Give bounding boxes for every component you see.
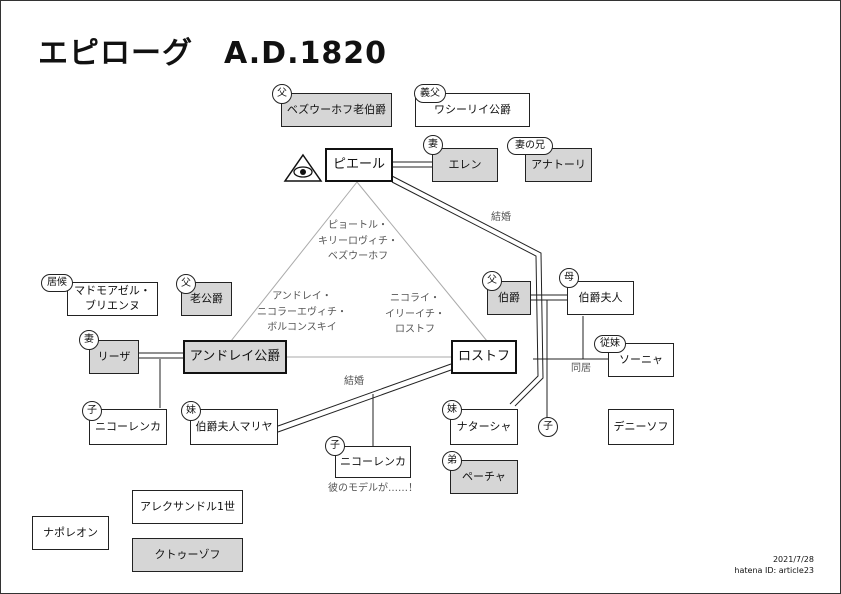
- label-model-note: 彼のモデルが……！: [328, 483, 418, 494]
- lise-andrei-link: [139, 352, 184, 359]
- footer-author: hatena ID: article23: [734, 565, 814, 575]
- label-marriage-right: 結婚: [491, 212, 511, 223]
- tag-father-old-prince: 父: [176, 274, 196, 294]
- pierre-helene-link: [393, 161, 432, 168]
- node-countess: 伯爵夫人: [567, 281, 634, 315]
- node-andrei: アンドレイ公爵: [183, 340, 287, 374]
- tag-sister-marya: 妹: [181, 401, 201, 421]
- node-helene: エレン: [432, 148, 498, 182]
- node-rostov: ロストフ: [451, 340, 517, 374]
- label-pierre-full-name: ピョートル・ キリーロヴィチ・ ベズウーホフ: [318, 220, 398, 262]
- label-marriage-left: 結婚: [344, 376, 364, 387]
- tag-father-bezukhov: 父: [272, 84, 292, 104]
- node-kutuzov: クトゥーゾフ: [132, 538, 243, 572]
- tag-child-pierre: 子: [538, 417, 558, 437]
- node-nikolenka-left: ニコーレンカ: [89, 409, 167, 445]
- node-napoleon: ナポレオン: [32, 516, 109, 550]
- tag-lodger: 居候: [41, 274, 73, 292]
- node-petya: ペーチャ: [450, 460, 518, 494]
- tag-mother-countess: 母: [559, 268, 579, 288]
- node-marya: 伯爵夫人マリヤ: [190, 409, 278, 445]
- tag-child-nikolenka-left: 子: [82, 401, 102, 421]
- node-nikolenka-center: ニコーレンカ: [335, 446, 411, 478]
- node-natasha: ナターシャ: [450, 409, 518, 445]
- tag-wife-brother: 妻の兄: [507, 137, 553, 155]
- pierre-natasha-marriage: [391, 175, 544, 407]
- tag-father-count: 父: [482, 271, 502, 291]
- node-bourienne: マドモアゼル・ ブリエンヌ: [67, 282, 158, 316]
- label-cohabiting: 同居: [571, 363, 591, 374]
- tag-father-in-law: 義父: [414, 84, 446, 103]
- tag-child-nikolenka-center: 子: [325, 436, 345, 456]
- tag-sister-natasha: 妹: [442, 400, 462, 420]
- tag-brother-petya: 弟: [442, 451, 462, 471]
- tag-wife-helene: 妻: [423, 135, 443, 155]
- footer-date: 2021/7/28: [772, 555, 814, 564]
- child-links: [159, 300, 608, 447]
- node-denisov: デニーソフ: [608, 409, 674, 445]
- eye-of-providence-icon: [283, 153, 323, 182]
- node-lise: リーザ: [89, 340, 139, 374]
- node-alexander: アレクサンドル1世: [132, 490, 243, 524]
- label-nikolai-full-name: ニコライ・ イリーイチ・ ロストフ: [385, 293, 445, 335]
- label-andrei-full-name: アンドレイ・ ニコラーエヴィチ・ ボルコンスキイ: [257, 291, 347, 333]
- tag-cousin-sonya: 従妹: [594, 335, 626, 353]
- rostov-marya-marriage: [277, 363, 452, 433]
- node-bezukhov-elder: ベズウーホフ老伯爵: [281, 93, 392, 127]
- page-title: エピローグ A.D.1820: [38, 36, 387, 71]
- tag-wife-lise: 妻: [79, 330, 99, 350]
- node-pierre: ピエール: [325, 148, 393, 182]
- triangle: [230, 181, 488, 358]
